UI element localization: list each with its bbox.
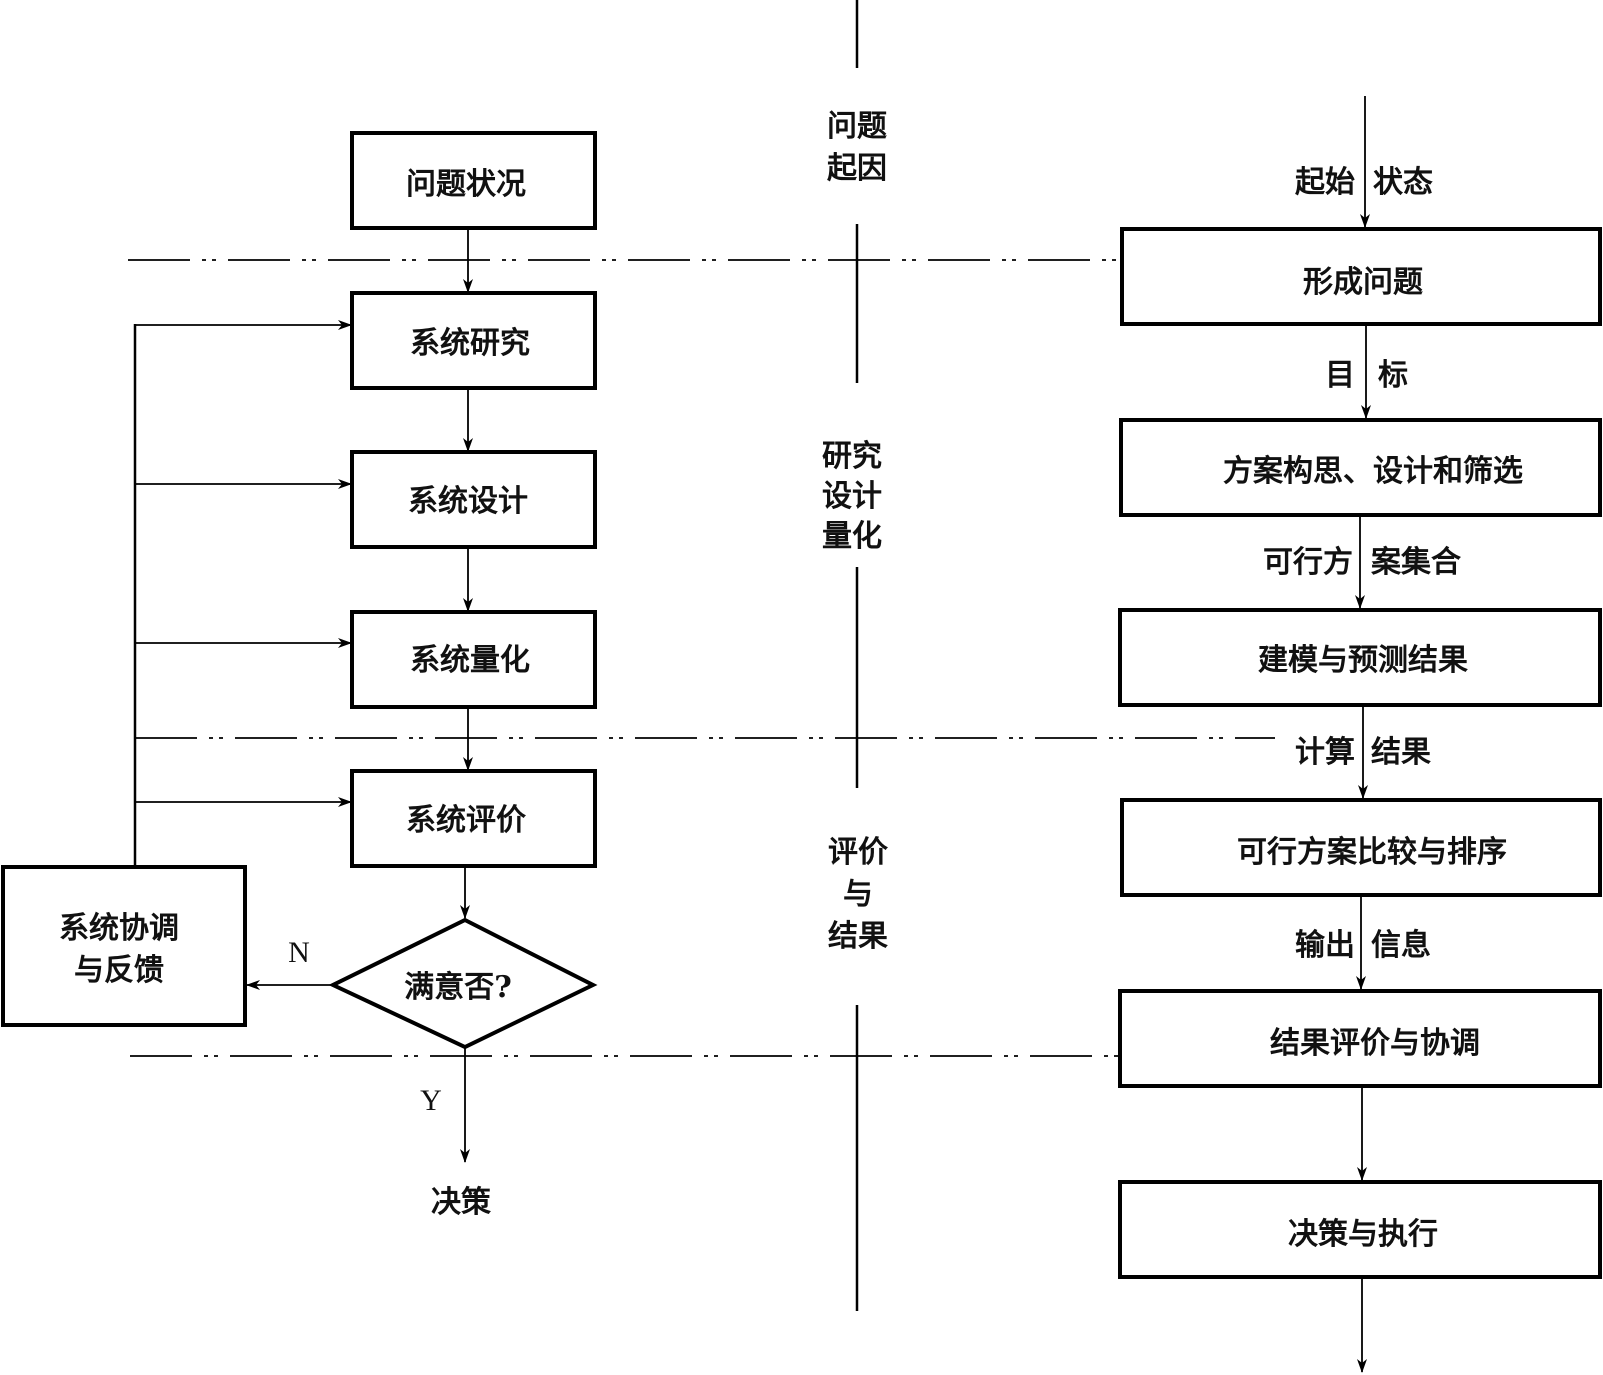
box-label-line-2: 与反馈 [74,953,164,988]
left-flow: 问题状况 系统研究 系统设计 系统量化 系统评价 满意否? [1,131,598,1220]
decision-end-label: 决策 [431,1185,491,1220]
phase-2-line-2: 设计 [822,479,882,514]
phase-3-line-3: 结果 [828,919,888,954]
box-form-problem[interactable]: 形成问题 [1120,227,1602,326]
no-label: N [288,936,310,969]
box-decide-execute[interactable]: 决策与执行 [1118,1180,1602,1279]
right-flow: 起始 状态 形成问题 目 标 方案构思、设计和筛选 可行方 案集合 建模与预测结… [1118,96,1602,1373]
box-system-research[interactable]: 系统研究 [350,291,597,390]
box-compare-rank[interactable]: 可行方案比较与排序 [1120,798,1602,897]
edge-label-left: 计算 [1295,735,1355,770]
phase-1-line-2: 起因 [827,151,887,186]
phase-1-line-1: 问题 [827,109,887,144]
edge-label-right: 结果 [1371,735,1431,770]
edge-label-right: 标 [1378,358,1408,393]
box-label: 系统量化 [410,643,530,678]
box-evaluate-coordinate[interactable]: 结果评价与协调 [1118,989,1602,1088]
box-plan-design[interactable]: 方案构思、设计和筛选 [1119,418,1602,517]
box-problem-situation[interactable]: 问题状况 [350,131,597,230]
yes-label: Y [420,1084,442,1117]
phase-2-line-3: 量化 [822,519,882,554]
box-label: 系统设计 [408,484,528,519]
edge-label-left: 目 [1325,358,1355,393]
box-label: 建模与预测结果 [1258,643,1468,678]
box-label: 系统研究 [410,326,530,361]
phase-3-line-1: 评价 [828,835,888,870]
box-label: 形成问题 [1303,265,1423,300]
input-label-left: 起始 [1295,165,1355,200]
phase-2-line-1: 研究 [822,439,882,474]
decision-satisfied[interactable]: 满意否? [328,917,598,1050]
box-label-line-1: 系统协调 [59,911,179,946]
center-phase-labels: 问题 起因 研究 设计 量化 评价 与 结果 [822,109,888,954]
box-model-predict[interactable]: 建模与预测结果 [1118,608,1602,707]
box-system-design[interactable]: 系统设计 [350,450,597,549]
input-label-right: 状态 [1373,165,1433,200]
phase-separators [128,259,1275,1057]
box-system-quantify[interactable]: 系统量化 [350,610,597,709]
box-label: 问题状况 [406,167,526,202]
edge-label-right: 信息 [1371,928,1431,963]
phase-3-line-2: 与 [843,877,873,912]
edge-label-left: 输出 [1295,928,1355,963]
box-system-evaluation[interactable]: 系统评价 [350,769,597,868]
box-label: 结果评价与协调 [1270,1026,1480,1061]
edge-label-left: 可行方 [1263,545,1353,580]
box-label: 可行方案比较与排序 [1237,835,1507,870]
edge-label-right: 案集合 [1371,545,1461,580]
box-label: 决策与执行 [1288,1217,1438,1252]
decision-label: 满意否? [404,970,512,1005]
box-label: 方案构思、设计和筛选 [1223,454,1523,489]
box-label: 系统评价 [406,803,526,838]
box-coordination-feedback[interactable]: 系统协调 与反馈 [1,865,247,1027]
